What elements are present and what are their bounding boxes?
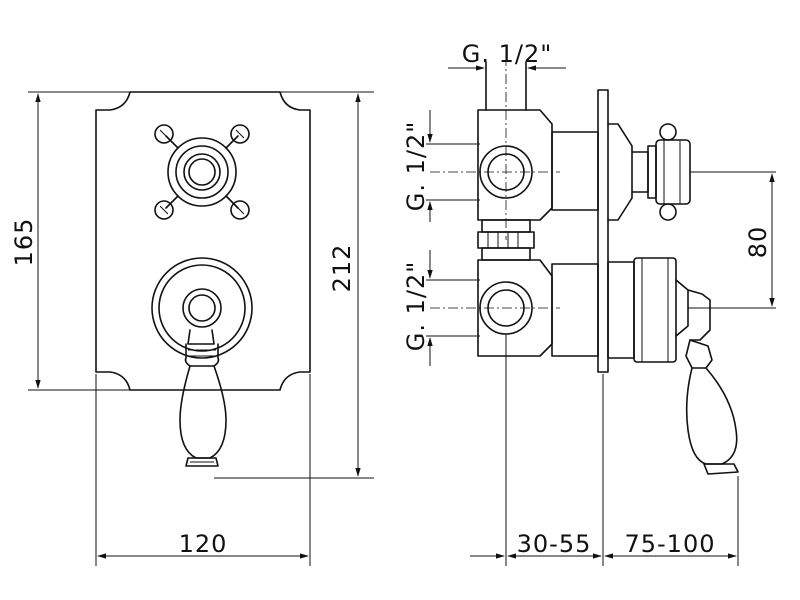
cross-handle: [154, 124, 250, 220]
side-view: G. 1/2" G. 1/2" G. 1/2" 80 30-55 75-100: [402, 40, 776, 566]
cover-plate: [95, 91, 311, 391]
plate-height-dimension: 165: [10, 218, 38, 267]
total-height-dimension: 212: [328, 244, 356, 293]
install-depth-dimension: 30-55: [517, 530, 592, 558]
lower-outlet-thread-label: G. 1/2": [402, 261, 430, 352]
projection-dimension: 75-100: [624, 530, 715, 558]
front-view: 165 212 120: [10, 91, 374, 566]
outlet-spacing-dimension: 80: [744, 226, 772, 259]
lever-handle: [151, 257, 253, 467]
upper-outlet-thread-label: G. 1/2": [402, 121, 430, 212]
top-inlet-thread-label: G. 1/2": [462, 40, 553, 68]
width-dimension: 120: [179, 530, 228, 558]
